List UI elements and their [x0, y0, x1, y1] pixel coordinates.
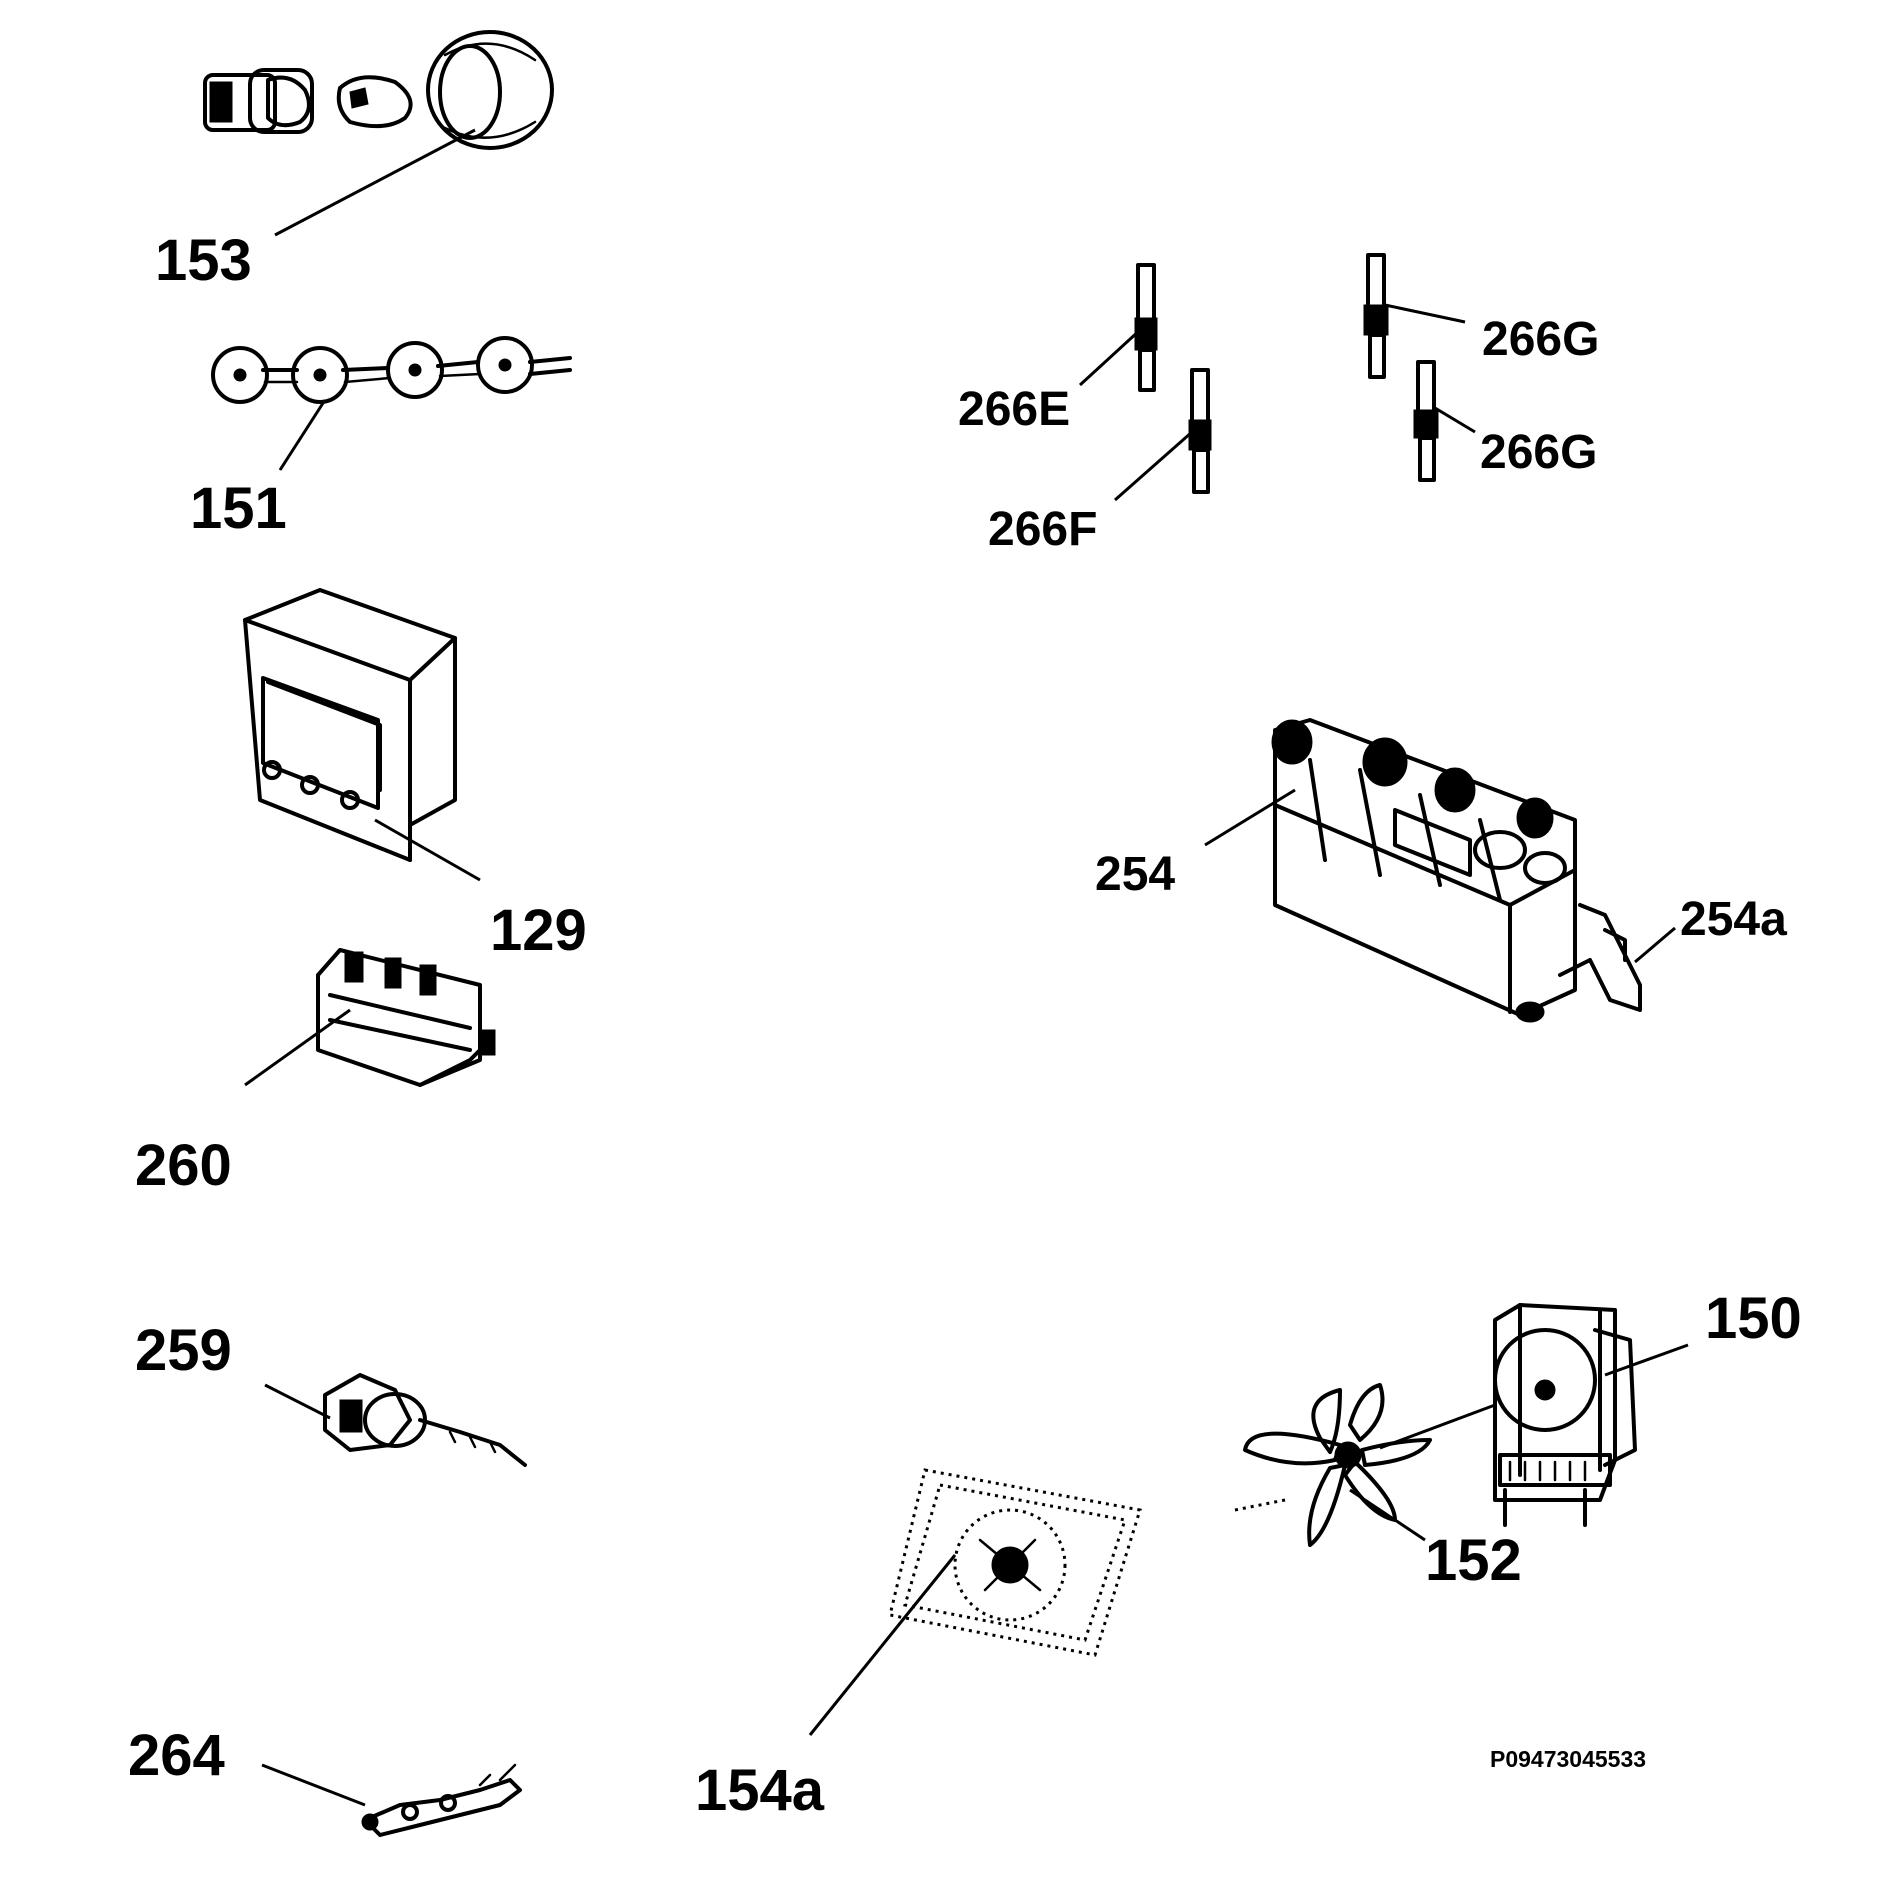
callout-154a: 154a — [695, 1758, 825, 1823]
part-254a-bracket: 254a — [1558, 893, 1787, 1012]
callout-260: 260 — [135, 1133, 232, 1198]
part-260-selector-switch: 260 — [135, 948, 496, 1198]
drawing-code: P09473045533 — [1490, 1746, 1646, 1772]
part-266E-injector: 266E — [958, 263, 1158, 436]
callout-266G-lower: 266G — [1480, 426, 1597, 479]
part-150-fan-motor: 150 — [1493, 1286, 1802, 1527]
callout-254: 254 — [1095, 848, 1175, 901]
callout-129: 129 — [490, 898, 587, 963]
callout-266F: 266F — [988, 503, 1097, 556]
part-266G-injector-lower: 266G — [1413, 360, 1597, 482]
callout-153: 153 — [155, 228, 252, 293]
part-153-oven-lamp: 153 — [155, 30, 554, 293]
callout-259: 259 — [135, 1318, 232, 1383]
part-266G-injector-upper: 266G — [1363, 253, 1599, 379]
part-266F-injector: 266F — [988, 368, 1212, 556]
part-152-fan-blade: 152 — [1234, 1383, 1522, 1593]
part-154a-fan-guard: 154a — [695, 1468, 1142, 1823]
callout-266E: 266E — [958, 383, 1070, 436]
part-254-ignition-generator: 254 — [1095, 718, 1577, 1023]
part-151-terminal-chain: 151 — [190, 336, 572, 541]
part-264-terminal-block: 264 — [128, 1723, 522, 1837]
callout-151: 151 — [190, 476, 287, 541]
callout-152: 152 — [1425, 1528, 1522, 1593]
callout-266G-upper: 266G — [1482, 313, 1599, 366]
callout-264: 264 — [128, 1723, 225, 1788]
part-129-timer-module: 129 — [243, 588, 587, 963]
part-259-thermostat: 259 — [135, 1318, 527, 1467]
callout-150: 150 — [1705, 1286, 1802, 1351]
callout-254a: 254a — [1680, 893, 1787, 946]
